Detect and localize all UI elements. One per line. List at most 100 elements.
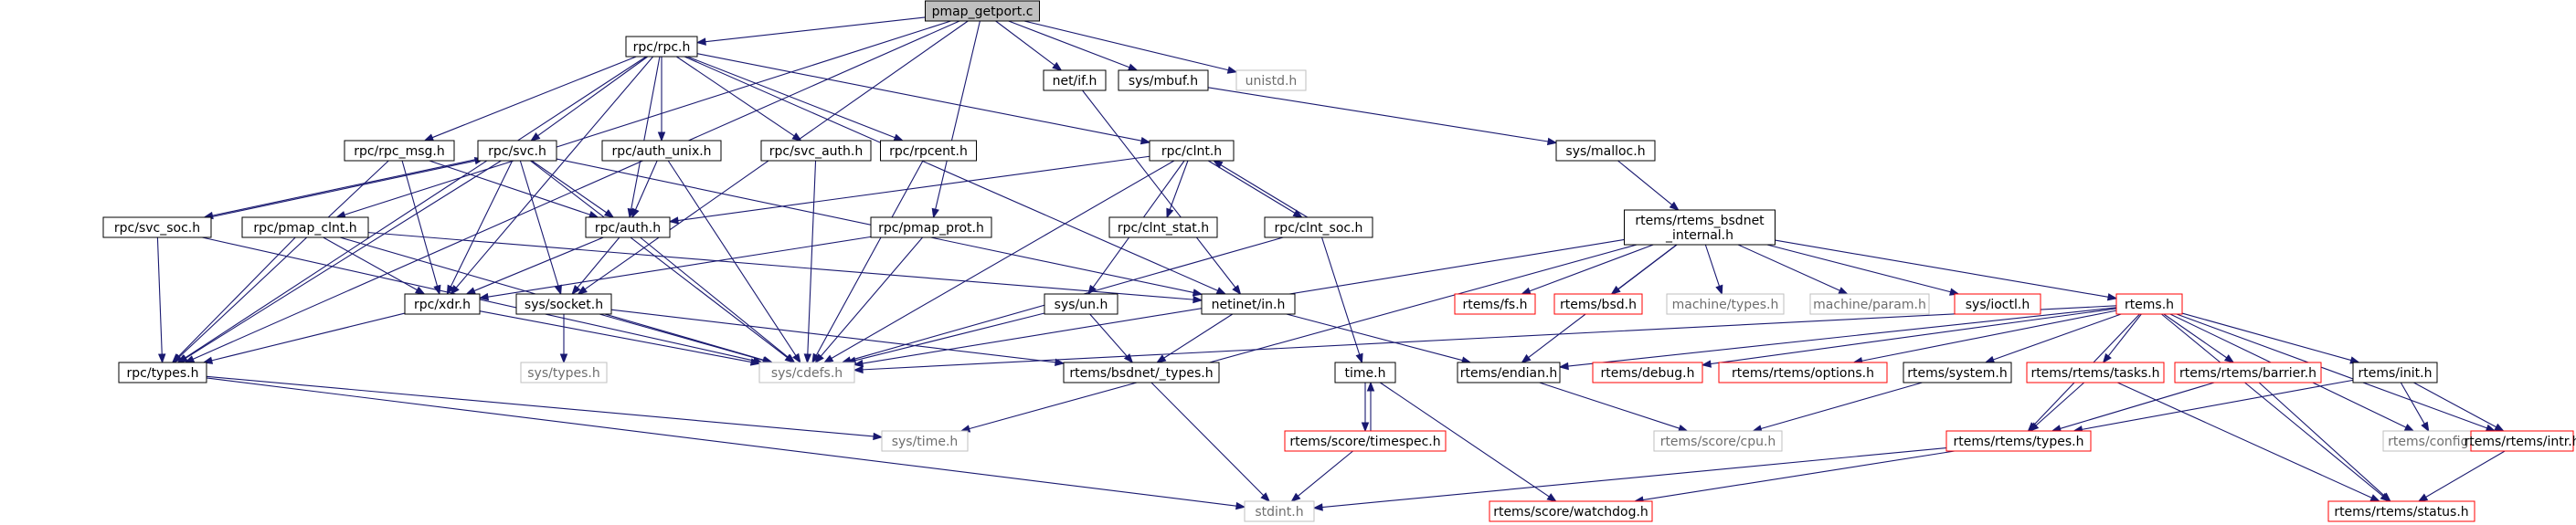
node-net-if[interactable]: net/if.h [1043,69,1107,91]
node-box [241,216,369,238]
node-box [520,362,608,383]
edge-rtems_h-to-rtems_rtems_tasks [2107,313,2142,357]
edge-rtems_score_timespec-to-stdint [1298,450,1353,497]
edge-rpc_svc_auth-to-sys_cdefs [807,160,817,355]
node-sys-un[interactable]: sys/un.h [1044,293,1118,315]
node-rpc-rpc[interactable]: rpc/rpc.h [625,36,698,58]
edge-rtems_h-to-rtems_debug [1710,308,2117,365]
edge-rpc_clnt_soc-to-rpc_clnt [1220,164,1309,218]
node-rtems-h[interactable]: rtems.h [2115,293,2183,315]
arrowhead-time_h-to-rtems_score_timespec [1361,422,1370,433]
node-label: machine/param.h [1813,298,1926,312]
node-rpc-types[interactable]: rpc/types.h [118,362,207,383]
node-label: stdint.h [1255,505,1303,520]
node-box [1108,216,1218,238]
node-box [2352,362,2438,383]
node-label: rpc/rpc_msg.h [354,144,445,159]
edge-netinet_in-to-rtems_endian [1286,313,1463,362]
node-rpc-rpc-msg[interactable]: rpc/rpc_msg.h [344,140,455,162]
node-rpc-pmap-prot[interactable]: rpc/pmap_prot.h [870,216,992,238]
edge-sys_socket-to-sys_cdefs [599,313,764,362]
node-label: time.h [1345,366,1386,381]
node-rtems-debug[interactable]: rtems/debug.h [1592,362,1703,383]
node-rtems-rtems-intr[interactable]: rtems/rtems/intr.h [2464,430,2576,452]
node-rpc-auth[interactable]: rpc/auth.h [585,216,671,238]
node-rtems-score-timespec[interactable]: rtems/score/timespec.h [1284,430,1447,452]
node-box [404,293,481,315]
node-rtems-rtems-types[interactable]: rtems/rtems/types.h [1945,430,2092,452]
node-rtems-rtems-status[interactable]: rtems/rtems/status.h [2327,500,2475,522]
node-label: rtems/rtems/types.h [1954,435,2084,449]
node-box [2174,362,2322,383]
node-label: sys/malloc.h [1565,144,1645,159]
edge-rpc_xdr-to-rpc_types [211,312,406,362]
arrowhead-root-to-sys_socket [577,286,588,295]
edge-rpc_svc-to-rpc_types [185,160,502,359]
node-machine-types: machine/types.h [1666,293,1785,315]
arrowhead-rtems_bsdnet_types-to-stdint [1260,492,1271,502]
node-box [1284,430,1447,452]
node-rpc-clnt-stat[interactable]: rpc/clnt_stat.h [1108,216,1218,238]
arrowhead-rpc_svc_soc-to-rpc_types [157,353,166,364]
node-rtems-rtems-tasks[interactable]: rtems/rtems/tasks.h [2026,362,2165,383]
node-rpc-clnt[interactable]: rpc/clnt.h [1149,140,1235,162]
node-rtems-score-watchdog[interactable]: rtems/score/watchdog.h [1489,500,1653,522]
node-rtems-bsdnet-types[interactable]: rtems/bsdnet/_types.h [1063,362,1220,383]
node-label: sys/cdefs.h [771,366,843,381]
arrowhead-rpc_clnt-to-sys_cdefs [822,354,834,363]
node-rpc-clnt-soc[interactable]: rpc/clnt_soc.h [1264,216,1373,238]
node-rpc-auth-unix[interactable]: rpc/auth_unix.h [601,140,722,162]
node-rpc-svc-soc[interactable]: rpc/svc_soc.h [102,216,212,238]
node-label: rpc/rpc.h [633,40,691,55]
node-label: rpc/clnt_stat.h [1118,221,1209,236]
node-rpc-pmap-clnt[interactable]: rpc/pmap_clnt.h [241,216,369,238]
node-box [1592,362,1703,383]
arrowhead-rtems_h-to-rtems_system [1984,355,1996,363]
node-sys-malloc[interactable]: sys/malloc.h [1555,140,1656,162]
node-rtems-bsdnet-internal[interactable]: rtems/rtems_bsdnet_internal.h [1624,209,1776,246]
arrowhead-rpc_clnt_soc-to-time_h [1355,352,1363,364]
node-sys-ioctl[interactable]: sys/ioctl.h [1954,293,2041,315]
node-sys-socket[interactable]: sys/socket.h [515,293,612,315]
node-rpc-svc[interactable]: rpc/svc.h [477,140,557,162]
node-box [1118,69,1209,91]
node-rpc-svc-auth[interactable]: rpc/svc_auth.h [760,140,872,162]
node-box [1043,69,1107,91]
node-netinet-in[interactable]: netinet/in.h [1201,293,1296,315]
node-label: rtems/bsd.h [1560,298,1637,312]
node-box [102,216,212,238]
node-rtems-rtems-options[interactable]: rtems/rtems/options.h [1718,362,1888,383]
arrowhead-rpc_rpc-to-rpc_rpcent [893,133,905,142]
node-rtems-system[interactable]: rtems/system.h [1903,362,2012,383]
arrowhead-rtems_bsdnet_internal-to-rtems_endian [1521,353,1532,363]
node-label: sys/types.h [527,366,599,381]
arrowhead-rpc_svc-to-netinet_in [1192,289,1203,297]
node-box [1666,293,1785,315]
node-rpc-xdr[interactable]: rpc/xdr.h [404,293,481,315]
node-rtems-rtems-barrier[interactable]: rtems/rtems/barrier.h [2174,362,2322,383]
edge-rpc_auth-to-sys_cdefs [640,236,789,358]
node-rtems-bsd[interactable]: rtems/bsd.h [1553,293,1643,315]
edge-root-to-rpc_pmap_clnt [344,20,951,215]
node-rtems-endian[interactable]: rtems/endian.h [1457,362,1561,383]
arrowhead-rpc_clnt-to-rpc_clnt_stat [1166,207,1174,219]
arrowhead-root-to-sys_mbuf [1127,63,1139,71]
edge-rtems_init-to-rtems_rtems_types [2082,379,2354,430]
node-box [1624,209,1776,246]
node-rpc-rpcent[interactable]: rpc/rpcent.h [880,140,977,162]
node-root[interactable]: pmap_getport.c [925,0,1040,22]
node-box [1454,293,1536,315]
node-time-h[interactable]: time.h [1334,362,1396,383]
node-rtems-fs[interactable]: rtems/fs.h [1454,293,1536,315]
node-box [760,140,872,162]
node-label: rpc/auth_unix.h [611,144,711,159]
arrowhead-rtems_bsdnet_internal-to-machine_param [1838,287,1849,295]
edge-rtems_bsdnet_internal-to-machine_types [1704,244,1721,287]
edge-rpc_auth-to-sys_socket [577,236,620,289]
node-sys-mbuf[interactable]: sys/mbuf.h [1118,69,1209,91]
edge-rpc_auth_unix-to-rpc_auth [634,160,658,210]
node-label: unistd.h [1246,74,1298,89]
node-rtems-init[interactable]: rtems/init.h [2352,362,2438,383]
edges-layer [156,16,2506,511]
arrowhead-rpc_pmap_clnt-to-netinet_in [1193,295,1203,304]
